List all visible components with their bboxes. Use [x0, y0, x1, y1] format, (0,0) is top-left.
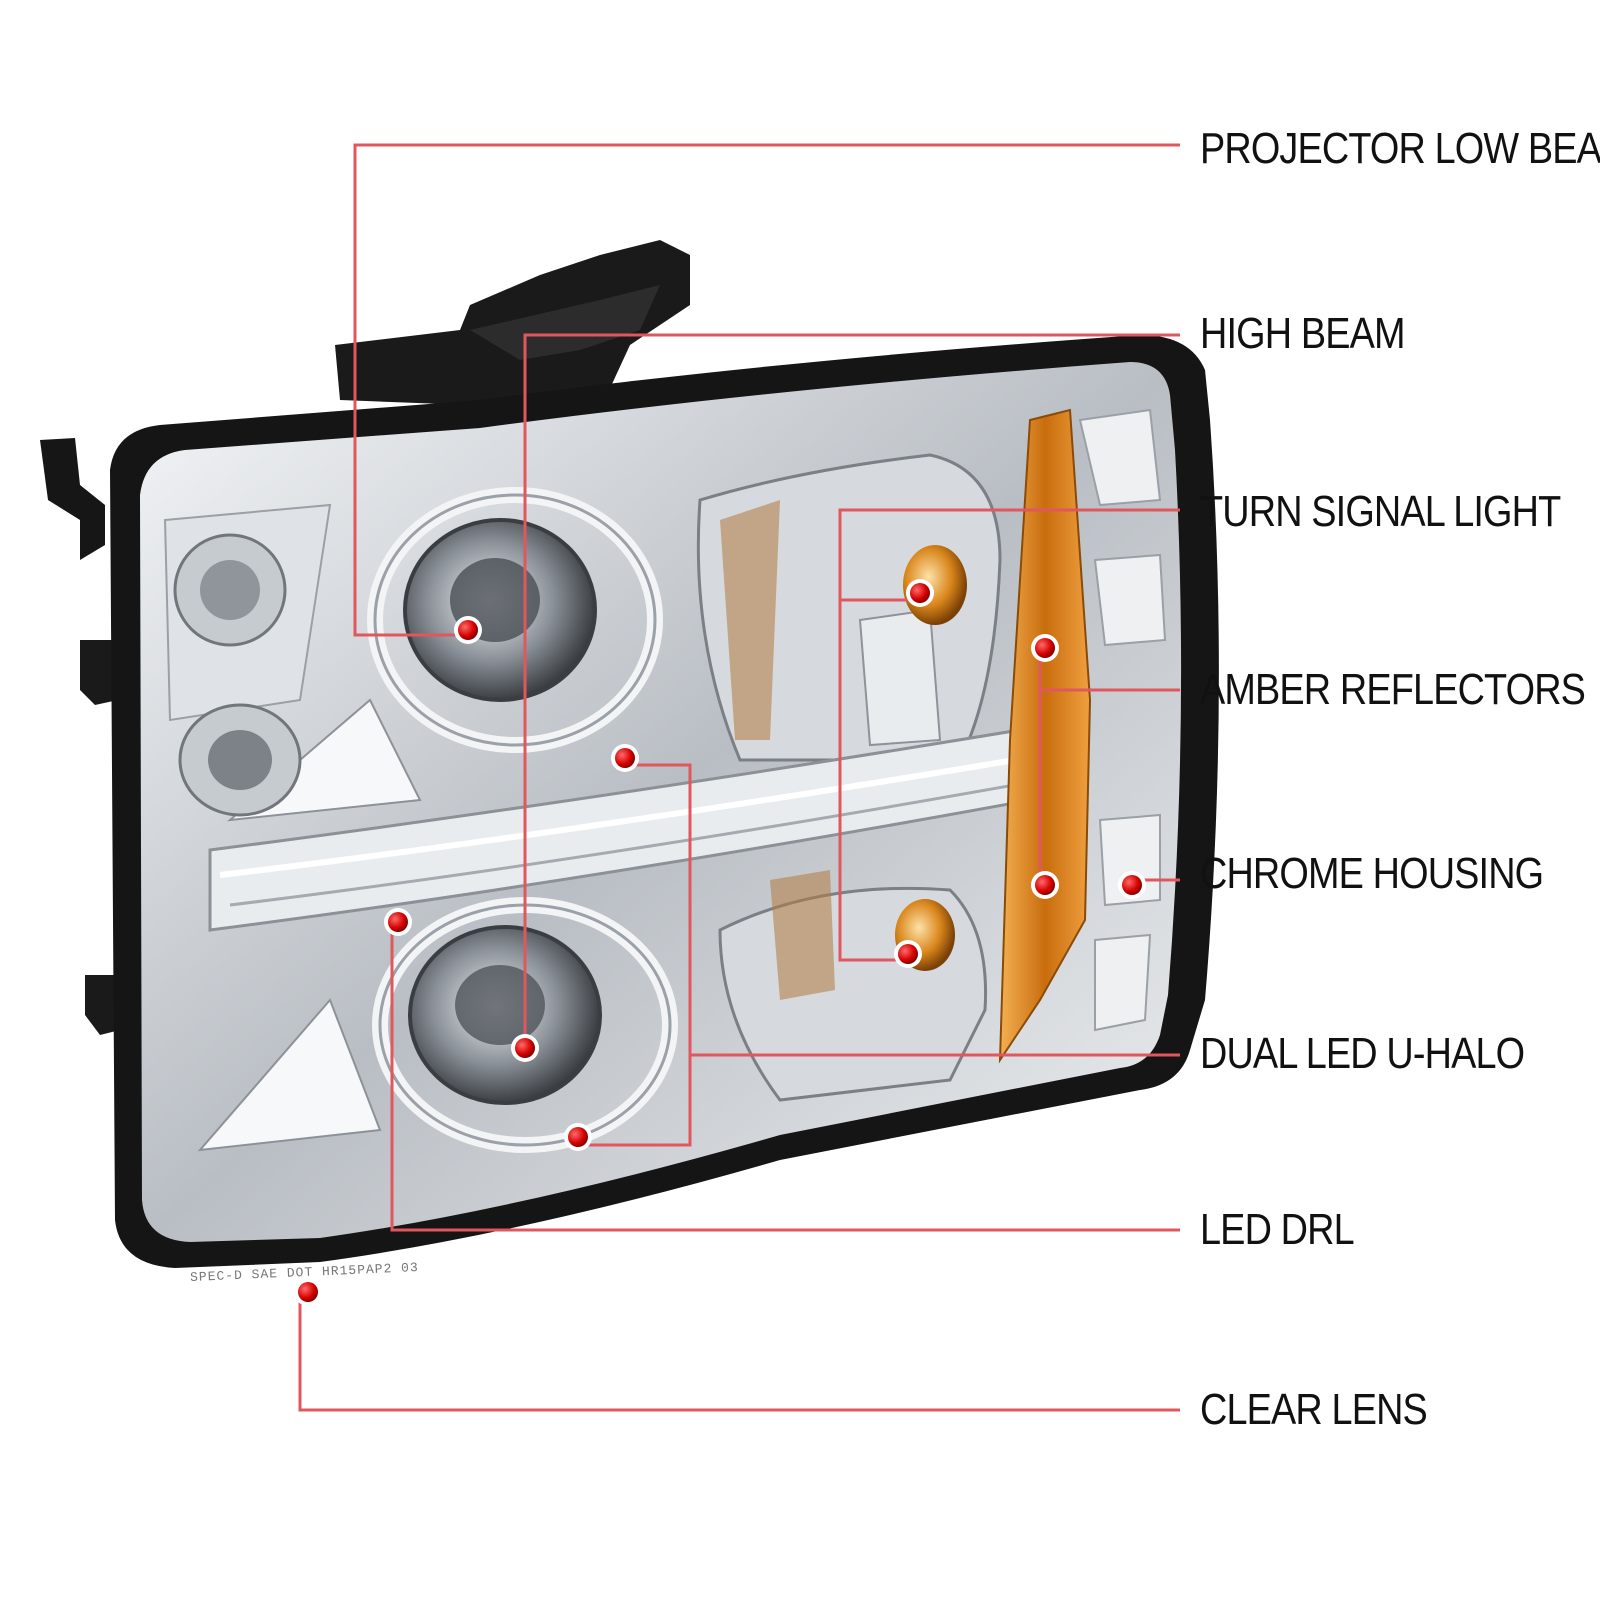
callout-projector-low-beam: PROJECTOR LOW BEAM [1200, 124, 1600, 173]
leader-dual-led-u-halo-lower [580, 1055, 692, 1147]
marker-dot-turn-signal-upper [906, 579, 934, 607]
leader-led-drl [390, 920, 1180, 1232]
callout-amber-reflectors: AMBER REFLECTORS [1200, 665, 1586, 714]
callout-chrome-housing: CHROME HOUSING [1200, 849, 1544, 898]
marker-dot-clear-lens [294, 1278, 322, 1306]
callout-led-drl: LED DRL [1200, 1205, 1355, 1254]
callout-dual-led-u-halo: DUAL LED U-HALO [1200, 1029, 1525, 1078]
marker-dots [294, 579, 1146, 1306]
amber-reflector-strip [998, 408, 1092, 1064]
marker-dot-amber-reflector-upper [1031, 634, 1059, 662]
marker-dot-amber-reflector-lower [1031, 871, 1059, 899]
leader-clear-lens [298, 1290, 1180, 1412]
leader-dual-led-u-halo [625, 763, 1180, 1057]
marker-dot-led-drl [384, 908, 412, 936]
marker-dot-u-halo-lower [564, 1123, 592, 1151]
leader-lines [298, 143, 1180, 1412]
mounting-bracket [40, 438, 105, 560]
leader-high-beam [523, 333, 1180, 1045]
callout-clear-lens: CLEAR LENS [1200, 1385, 1428, 1434]
marker-dot-chrome-housing [1118, 871, 1146, 899]
leader-turn-signal-light [838, 508, 1180, 962]
callout-turn-signal-light: TURN SIGNAL LIGHT [1200, 487, 1561, 536]
leader-projector-low-beam [353, 143, 1180, 637]
callout-high-beam: HIGH BEAM [1200, 309, 1405, 358]
marker-dot-turn-signal-lower [894, 940, 922, 968]
marker-dot-u-halo-upper [611, 744, 639, 772]
marker-dot-projector-low-beam [454, 616, 482, 644]
marker-dot-high-beam [511, 1034, 539, 1062]
side-bracket [80, 640, 118, 705]
